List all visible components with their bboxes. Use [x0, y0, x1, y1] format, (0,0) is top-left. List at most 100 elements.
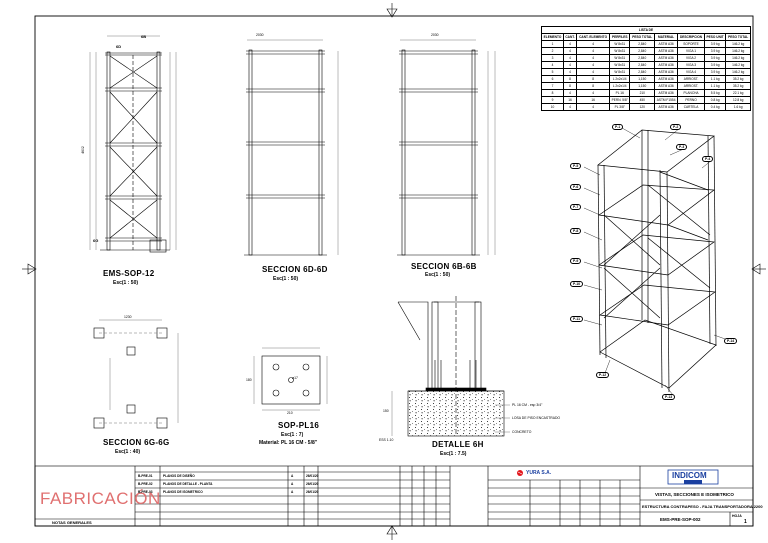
note-grout: LOSA DE PISO ENCASTRADO: [512, 416, 561, 420]
view-plate-sop-pl16: [253, 347, 328, 411]
centering-marks: [22, 3, 766, 540]
iso-tag: P-3: [676, 144, 688, 150]
scale-det-6h: Esc(1 : 7.5): [440, 451, 467, 457]
bom-col-7: PESO UNIT: [703, 33, 727, 41]
bom-cell: 35.2 kg: [725, 75, 751, 83]
iso-tag: P-9: [570, 258, 582, 264]
view-section-6b: [397, 39, 496, 256]
bom-cell: 2,840: [629, 68, 655, 76]
bom-cell: ASTM A36: [653, 61, 679, 69]
bom-cell: 8: [562, 75, 578, 83]
revision-cell: PLANOS DE DISEÑO: [163, 474, 195, 478]
bom-cell: ASTM A36: [653, 40, 679, 48]
bom-cell: PERN. 5/8": [609, 96, 631, 104]
bom-cell: VIGA 3: [677, 61, 705, 69]
svg-text:6D: 6D: [116, 44, 121, 49]
note-concrete: CONCRETO: [512, 430, 532, 434]
bom-cell: 3.9 kg: [703, 61, 727, 69]
bom-cell: 1.1 kg: [703, 82, 727, 90]
title-sec-6d: SECCION 6D-6D: [262, 265, 328, 274]
dim-plate-height: 180: [246, 378, 252, 382]
ems-section-mark: 6D 6B 6G: [93, 34, 146, 243]
drawing-number: EMS-PRE-SOP-002: [660, 517, 701, 522]
bom-cell: 10: [541, 103, 564, 111]
bom-cell: 4: [576, 54, 611, 62]
revision-cell: B-PRE-01: [138, 474, 153, 478]
bom-cell: 3: [541, 54, 564, 62]
iso-tag: P-13: [662, 394, 676, 400]
bom-cell: 4: [541, 61, 564, 69]
bom-cell: 4: [576, 89, 611, 97]
bom-cell: W 8x31: [609, 54, 631, 62]
view-section-6g: [93, 319, 179, 429]
scale-ems-sop: Esc(1 : 50): [113, 280, 139, 286]
bom-cell: 0.8 kg: [703, 96, 727, 104]
bom-cell: W 8x31: [609, 47, 631, 55]
bom-cell: ASTM A36: [653, 82, 679, 90]
bom-cell: CARTELA: [677, 103, 705, 111]
bom-col-4: PESO TOTAL: [629, 33, 655, 41]
bom-cell: 146.2 kg: [725, 61, 751, 69]
bom-cell: W 8x31: [609, 61, 631, 69]
revision-cell: 26/01/20: [306, 474, 319, 478]
bom-cell: 3.9 kg: [703, 47, 727, 55]
dim-height-total: 4602: [80, 146, 85, 154]
revision-cell: B-PRE-03: [138, 490, 153, 494]
bom-col-0: ELEMENTO: [541, 33, 564, 41]
bom-cell: 146.2 kg: [725, 68, 751, 76]
bom-cell: L 2x2x1/4: [609, 75, 631, 83]
view-detail-6h: [391, 296, 510, 437]
bom-cell: ARRIOST.: [677, 75, 705, 83]
bom-cell: PL 3/8": [609, 103, 631, 111]
bom-cell: 2,840: [629, 40, 655, 48]
bom-cell: 16: [576, 96, 611, 104]
svg-text:6B: 6B: [141, 34, 146, 39]
company-right: INDICOM: [672, 471, 707, 480]
bom-cell: 7: [541, 82, 564, 90]
bom-cell: 1,150: [629, 75, 655, 83]
indicom-logo: [667, 469, 719, 485]
bom-cell: 2: [541, 47, 564, 55]
bom-cell: W 8x31: [609, 40, 631, 48]
bom-cell: 35.2 kg: [725, 82, 751, 90]
revision-cell: PLANOS DE DETALLE - PLANTA: [163, 482, 213, 486]
bom-cell: 3.9 kg: [703, 40, 727, 48]
revision-cell: PLANOS DE ISOMETRICO: [163, 490, 203, 494]
yura-logo: [517, 470, 523, 476]
bom-cell: 4: [562, 103, 578, 111]
dim-grout: 150: [383, 409, 389, 413]
bom-cell: 146.2 kg: [725, 40, 751, 48]
bom-col-1: CANT.: [562, 33, 578, 41]
bom-cell: 5: [541, 68, 564, 76]
iso-tag: P-2: [670, 124, 682, 130]
bom-cell: 4: [562, 89, 578, 97]
bom-cell: 146.2 kg: [725, 47, 751, 55]
revision-cell: 26/01/20: [306, 482, 319, 486]
bom-cell: 120: [629, 103, 655, 111]
revision-cell: 26/01/20: [306, 490, 319, 494]
bom-cell: 4: [576, 103, 611, 111]
bom-cell: 2,840: [629, 54, 655, 62]
iso-tag: P-8: [570, 228, 582, 234]
bom-cell: L 2x2x1/4: [609, 82, 631, 90]
fabricacion-stamp: FABRICACIÓN: [40, 489, 161, 508]
bom-cell: 1.1 kg: [703, 75, 727, 83]
bom-cell: 210: [629, 89, 655, 97]
bom-cell: 450: [629, 96, 655, 104]
title-det-6h: DETALLE 6H: [432, 440, 484, 449]
bom-cell: ASTM A36: [653, 47, 679, 55]
bom-cell: 4: [562, 68, 578, 76]
bom-cell: 4: [576, 47, 611, 55]
title-sop-pl: SOP-PL16: [278, 421, 320, 430]
bom-col-6: DESCRIPCION: [677, 33, 705, 41]
material-sop-pl: Material: PL 16 CM - 5/8": [259, 440, 318, 446]
iso-tag: P-6: [570, 184, 582, 190]
dim-anchor: ESS 1.10: [379, 438, 394, 442]
revision-cell: A: [291, 482, 294, 486]
